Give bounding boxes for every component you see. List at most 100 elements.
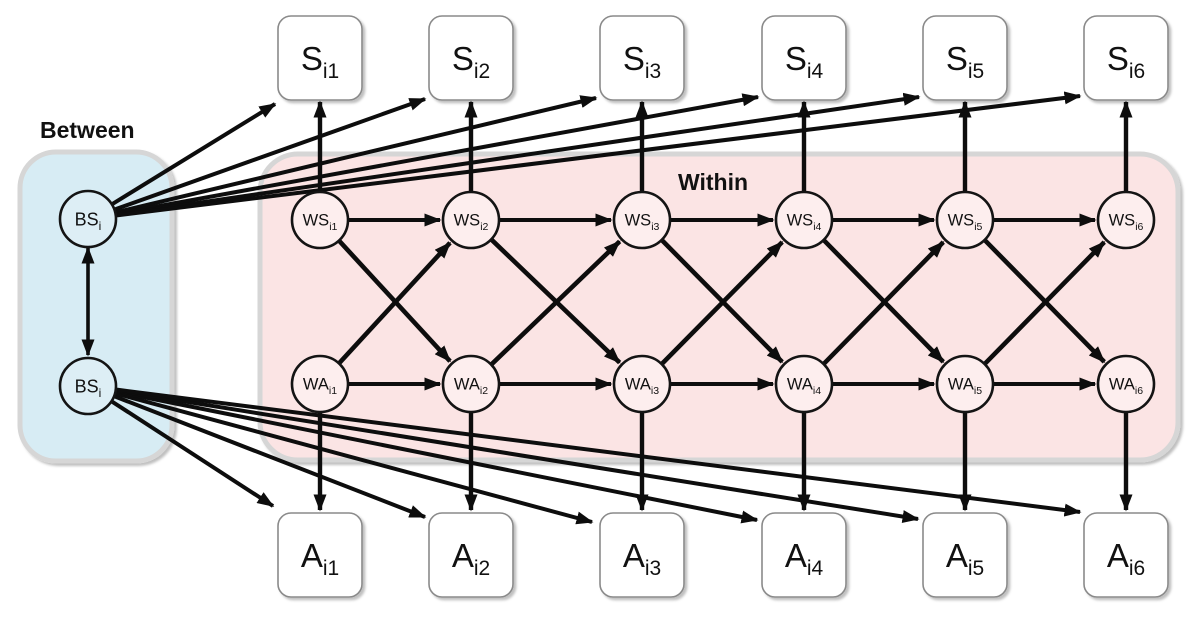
- wa-ws-crosslag-4-arrow: [822, 240, 945, 365]
- node-wa5-label: WAi5: [948, 376, 982, 398]
- node-bs_bot-label: BSi: [75, 377, 102, 401]
- node-ws2: WSi2: [441, 190, 501, 250]
- node-s3-label: Si3: [623, 40, 661, 83]
- wa-ws-crosslag-2-arrow: [490, 239, 622, 366]
- node-a5: Ai5: [922, 512, 1008, 598]
- node-wa2-label: WAi2: [454, 376, 488, 398]
- node-a4: Ai4: [761, 512, 847, 598]
- node-a6-label: Ai6: [1107, 537, 1145, 580]
- bs-s-loading-1-arrow: [111, 102, 277, 206]
- bs-a-loading-1-arrow: [111, 400, 275, 508]
- bs-s-loading-5-arrow: [116, 92, 921, 217]
- node-bs_top-label: BSi: [75, 210, 102, 234]
- node-bs_top-circle: [58, 189, 118, 249]
- node-s5-box: [922, 15, 1008, 101]
- node-a5-box: [922, 512, 1008, 598]
- node-wa1: WAi1: [290, 354, 350, 414]
- bs-s-loading-2-arrow: [114, 97, 427, 212]
- node-ws1-circle: [290, 190, 350, 250]
- node-s2-box: [428, 15, 514, 101]
- node-s5-label: Si5: [946, 40, 984, 83]
- bs-a-loading-2-arrow: [114, 394, 427, 519]
- node-bs_top: BSi: [58, 189, 118, 249]
- wa-ws-crosslag-5-arrow: [983, 240, 1106, 365]
- node-a6: Ai6: [1083, 512, 1169, 598]
- node-s2: Si2: [428, 15, 514, 101]
- wa-ws-crosslag-1-arrow: [337, 241, 452, 365]
- node-ws5: WSi5: [935, 190, 995, 250]
- node-a4-box: [761, 512, 847, 598]
- bs-a-loading-6-arrow: [116, 387, 1082, 517]
- node-s1-label: Si1: [301, 40, 339, 83]
- node-ws3-circle: [612, 190, 672, 250]
- between-region-rect: [17, 149, 175, 464]
- node-ws6: WSi6: [1096, 190, 1156, 250]
- node-wa4-circle: [774, 354, 834, 414]
- node-ws5-circle: [935, 190, 995, 250]
- node-s6-label: Si6: [1107, 40, 1145, 83]
- bs-s-loading-6-arrow: [116, 91, 1082, 218]
- node-s1-box: [277, 15, 363, 101]
- node-a2: Ai2: [428, 512, 514, 598]
- node-wa4: WAi4: [774, 354, 834, 414]
- node-s1: Si1: [277, 15, 363, 101]
- node-s4-label: Si4: [785, 40, 824, 83]
- node-a4-label: Ai4: [785, 537, 824, 580]
- node-ws3-label: WSi3: [625, 212, 660, 234]
- node-a3-box: [599, 512, 685, 598]
- node-a1-label: Ai1: [301, 537, 339, 580]
- bs-s-loading-3-arrow: [115, 95, 598, 215]
- node-bs_bot: BSi: [58, 356, 118, 416]
- node-a1: Ai1: [277, 512, 363, 598]
- node-wa6-label: WAi6: [1109, 376, 1143, 398]
- bs-a-loading-5-arrow: [116, 388, 920, 523]
- node-a1-box: [277, 512, 363, 598]
- node-a3-label: Ai3: [623, 537, 661, 580]
- node-ws4-circle: [774, 190, 834, 250]
- wa-ws-crosslag-3-arrow: [660, 240, 784, 365]
- node-wa5: WAi5: [935, 354, 995, 414]
- node-wa4-label: WAi4: [787, 376, 821, 398]
- bs-a-loading-3-arrow: [115, 391, 594, 525]
- node-ws3: WSi3: [612, 190, 672, 250]
- node-s4-box: [761, 15, 847, 101]
- node-ws6-circle: [1096, 190, 1156, 250]
- node-wa2: WAi2: [441, 354, 501, 414]
- node-s3-box: [599, 15, 685, 101]
- node-ws1: WSi1: [290, 190, 350, 250]
- node-wa2-circle: [441, 354, 501, 414]
- node-a3: Ai3: [599, 512, 685, 598]
- node-s6: Si6: [1083, 15, 1169, 101]
- node-wa6: WAi6: [1096, 354, 1156, 414]
- node-ws6-label: WSi6: [1109, 212, 1144, 234]
- node-s4: Si4: [761, 15, 847, 101]
- node-wa1-label: WAi1: [303, 376, 337, 398]
- node-a2-label: Ai2: [452, 537, 490, 580]
- node-s6-box: [1083, 15, 1169, 101]
- between-label: Between: [40, 117, 135, 143]
- node-wa3: WAi3: [612, 354, 672, 414]
- node-bs_bot-circle: [58, 356, 118, 416]
- node-wa6-circle: [1096, 354, 1156, 414]
- node-ws1-label: WSi1: [303, 212, 338, 234]
- node-ws2-label: WSi2: [454, 212, 489, 234]
- node-a5-label: Ai5: [946, 537, 984, 580]
- bs-a-loading-4-arrow: [116, 389, 759, 524]
- within-label: Within: [678, 169, 748, 195]
- node-s5: Si5: [922, 15, 1008, 101]
- node-wa3-label: WAi3: [625, 376, 659, 398]
- node-s2-label: Si2: [452, 40, 490, 83]
- bs-s-loading-4-arrow: [116, 93, 760, 216]
- node-ws2-circle: [441, 190, 501, 250]
- edges-layer: [81, 91, 1133, 525]
- node-wa3-circle: [612, 354, 672, 414]
- node-a2-box: [428, 512, 514, 598]
- node-wa1-circle: [290, 354, 350, 414]
- node-ws4-label: WSi4: [787, 212, 822, 234]
- node-wa5-circle: [935, 354, 995, 414]
- node-a6-box: [1083, 512, 1169, 598]
- node-ws4: WSi4: [774, 190, 834, 250]
- node-s3: Si3: [599, 15, 685, 101]
